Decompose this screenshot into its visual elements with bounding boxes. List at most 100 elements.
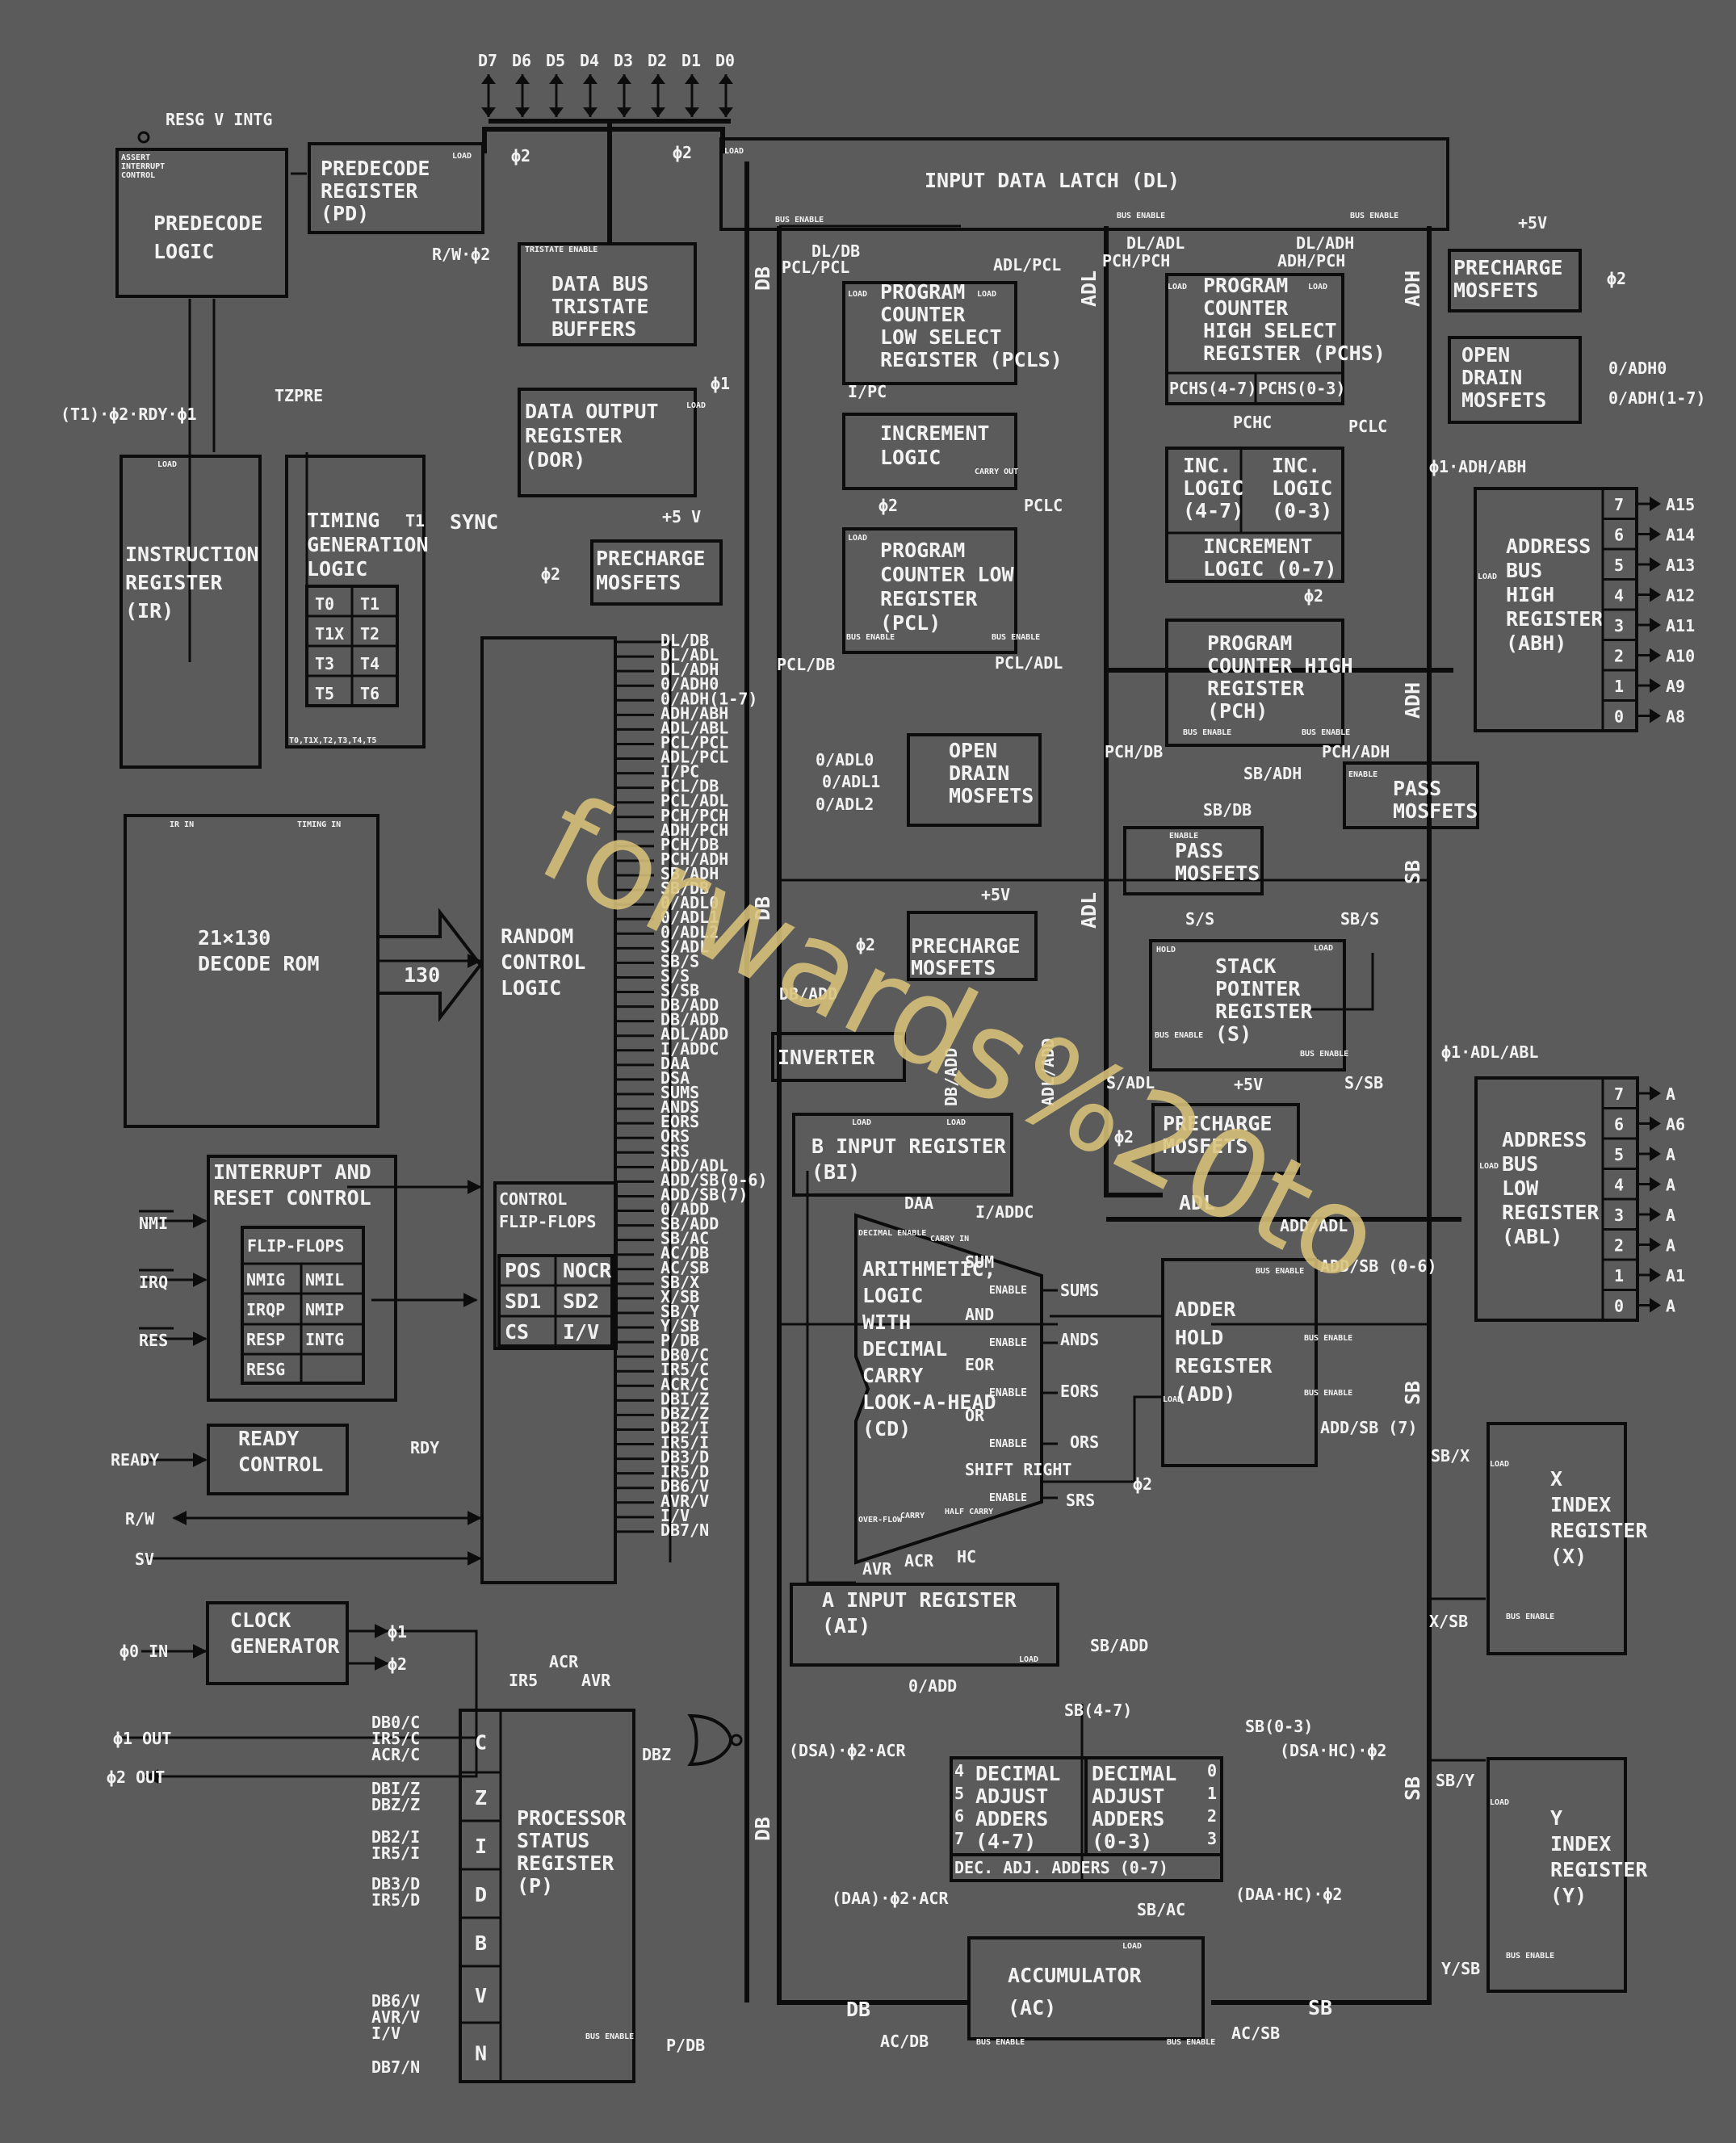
- status-input-label: DB7/N: [371, 2057, 420, 2077]
- pch-line: (PCH): [1207, 699, 1268, 723]
- bus-enable-label: BUS ENABLE: [775, 216, 824, 224]
- irq-pin[interactable]: IRQ: [139, 1273, 168, 1292]
- db-add-label: DB/ADD: [779, 984, 837, 1004]
- dec-adj-input-index: 6: [954, 1806, 964, 1826]
- addr-bit-number: 1: [1614, 677, 1624, 696]
- address-pin-a12[interactable]: A12: [1666, 586, 1695, 606]
- stack-pointer-box: [1149, 939, 1346, 1072]
- phi1-out-pin[interactable]: ϕ1 OUT: [113, 1729, 171, 1748]
- precharge-top-right-box: [1448, 249, 1582, 312]
- address-pin-a6[interactable]: A6: [1666, 1115, 1685, 1134]
- address-pin-a[interactable]: A: [1666, 1297, 1675, 1316]
- interrupt-reset-line: INTERRUPT AND: [213, 1160, 371, 1184]
- nmi-pin[interactable]: NMI: [139, 1214, 168, 1233]
- output-arrow-icon: [1650, 1268, 1661, 1282]
- timing-cell: T5: [315, 684, 334, 703]
- address-pin-a[interactable]: A: [1666, 1206, 1675, 1225]
- addr-bit-number: 1: [1614, 1266, 1624, 1285]
- db-bus-label-1: DB: [751, 266, 774, 291]
- ir-line: (IR): [125, 599, 174, 623]
- data-pin-d7[interactable]: D7: [478, 51, 497, 70]
- enable-label: ENABLE: [1169, 832, 1198, 841]
- address-pin-a15[interactable]: A15: [1666, 495, 1695, 514]
- y-index-line: (Y): [1550, 1884, 1587, 1907]
- dor-line: DATA OUTPUT: [525, 400, 659, 423]
- res-pin[interactable]: RES: [139, 1331, 168, 1350]
- address-pin-a9[interactable]: A9: [1666, 677, 1685, 696]
- control-ff-cell: NOCR: [563, 1259, 612, 1282]
- interrupt-ff-cell: RESP: [246, 1330, 285, 1349]
- dec-adj-47-line: (4-7): [975, 1830, 1036, 1853]
- control-signal-label: I/V: [660, 1506, 690, 1525]
- data-pin-d5[interactable]: D5: [546, 51, 565, 70]
- ready-pin[interactable]: READY: [111, 1450, 159, 1470]
- inc-logic-47-line: INC.: [1183, 454, 1231, 477]
- rom-130-label: 130: [404, 963, 440, 987]
- sv-pin[interactable]: SV: [135, 1550, 154, 1569]
- data-pin-d3[interactable]: D3: [614, 51, 633, 70]
- load-label: LOAD: [946, 1118, 966, 1127]
- ir-ff-grid-lines: [242, 1262, 363, 1383]
- address-pin-a[interactable]: A: [1666, 1145, 1675, 1164]
- control-ff-cell: I/V: [563, 1320, 599, 1344]
- sync-pin-label[interactable]: SYNC: [450, 510, 498, 534]
- alu-line: LOOK-A-HEAD: [862, 1390, 996, 1414]
- data-pin-d4[interactable]: D4: [580, 51, 599, 70]
- psr-bus-enable: BUS ENABLE: [585, 2032, 634, 2041]
- control-signal-label: AC/SB: [660, 1258, 709, 1277]
- dec-adj-03-line: DECIMAL: [1092, 1762, 1176, 1785]
- phi2-out-pin[interactable]: ϕ2 OUT: [107, 1768, 165, 1787]
- control-signal-label: ADD/SB(7): [660, 1185, 748, 1204]
- dec-adj-03-line: ADDERS: [1092, 1807, 1164, 1831]
- ready-control-box: [207, 1424, 349, 1495]
- address-pin-a[interactable]: A: [1666, 1084, 1675, 1104]
- random-control-line: CONTROL: [501, 950, 585, 974]
- plus5v-label: +5 V: [662, 507, 701, 526]
- pcls-line: REGISTER (PCLS): [880, 348, 1063, 371]
- control-signal-label: DAA: [660, 1054, 690, 1073]
- address-pin-a8[interactable]: A8: [1666, 707, 1685, 727]
- address-pin-a10[interactable]: A10: [1666, 647, 1695, 666]
- pcl-adl-label: PCL/ADL: [995, 653, 1063, 673]
- alu-enable-label: ENABLE: [989, 1387, 1027, 1399]
- control-signal-label: X/SB: [660, 1287, 699, 1306]
- bus-enable-label: BUS ENABLE: [846, 633, 895, 642]
- dec-adj-input-index: 7: [954, 1829, 964, 1848]
- data-pin-d0[interactable]: D0: [715, 51, 735, 70]
- control-signal-label: PCH/DB: [660, 835, 719, 854]
- pch-line: PROGRAM: [1207, 631, 1292, 655]
- abh-line: HIGH: [1506, 583, 1554, 606]
- pass-mid-line: MOSFETS: [1175, 862, 1260, 885]
- phi0-in-pin[interactable]: ϕ0 IN: [120, 1642, 168, 1661]
- sb-db-label: SB/DB: [1203, 800, 1252, 820]
- addr-bit-number: 0: [1614, 707, 1624, 727]
- ready-control-line: READY: [238, 1427, 299, 1450]
- address-pin-a13[interactable]: A13: [1666, 556, 1695, 575]
- control-signal-label: ADD/SB(0-6): [660, 1170, 767, 1189]
- load-label: LOAD: [1490, 1798, 1509, 1807]
- data-pin-d2[interactable]: D2: [648, 51, 667, 70]
- control-signal-label: ANDS: [660, 1097, 699, 1117]
- data-pin-d6[interactable]: D6: [512, 51, 531, 70]
- rw-pin[interactable]: R/W: [125, 1509, 155, 1529]
- alu-enable-label: ENABLE: [989, 1285, 1027, 1297]
- phi2-pin[interactable]: ϕ2: [388, 1654, 407, 1674]
- abl-box: [1474, 1076, 1639, 1322]
- address-pin-a[interactable]: A: [1666, 1176, 1675, 1195]
- inc-logic-07-line: LOGIC (0-7): [1203, 557, 1337, 581]
- ir-in-label: IR IN: [170, 820, 194, 829]
- phi1-pin[interactable]: ϕ1: [388, 1622, 407, 1642]
- load-label: LOAD: [852, 1118, 871, 1127]
- control-signal-label: ADL/ADD: [660, 1025, 728, 1044]
- address-pin-a[interactable]: A: [1666, 1236, 1675, 1256]
- status-bit-i: I: [475, 1835, 487, 1858]
- abh-line: REGISTER: [1506, 607, 1604, 631]
- address-pin-a11[interactable]: A11: [1666, 616, 1695, 635]
- address-pin-a1[interactable]: A1: [1666, 1266, 1685, 1285]
- pchc-label: PCHC: [1233, 413, 1272, 432]
- control-signal-label: DB3/D: [660, 1448, 709, 1467]
- alu-line: WITH: [862, 1311, 911, 1334]
- data-pin-d1[interactable]: D1: [681, 51, 701, 70]
- decimal-enable-label: DECIMAL ENABLE: [858, 1229, 926, 1238]
- address-pin-a14[interactable]: A14: [1666, 526, 1695, 545]
